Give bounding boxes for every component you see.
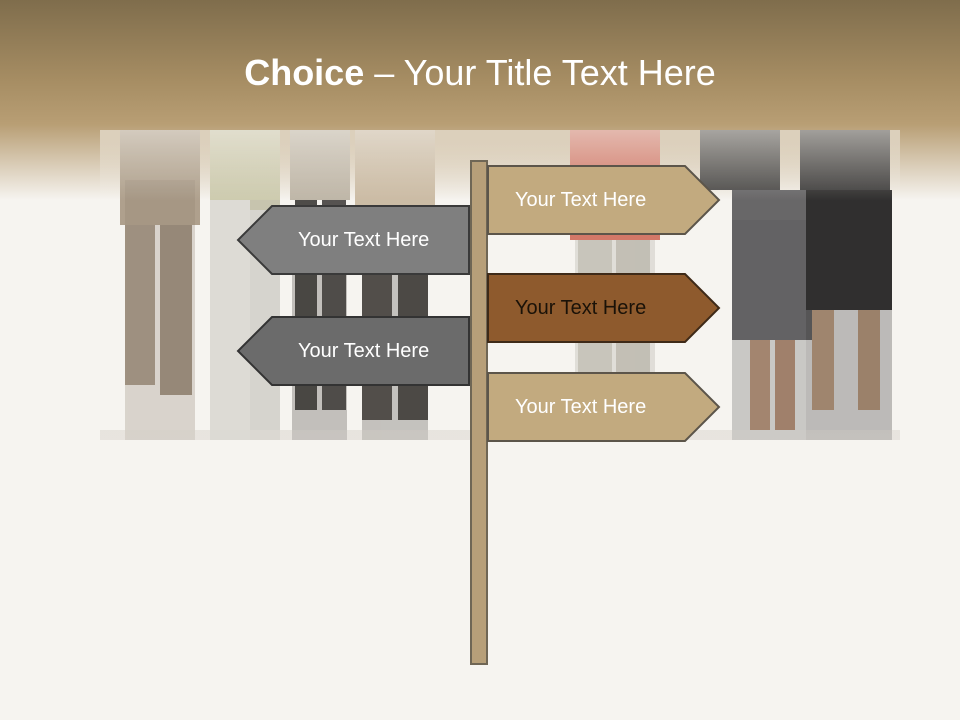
sign-label: Your Text Here [298,339,430,362]
slide-title[interactable]: Choice – Your Title Text Here [0,52,960,94]
title-bold: Choice [244,52,365,93]
sign-right-3[interactable]: Your Text Here [487,372,721,442]
arrow-left-shape [236,205,470,275]
title-rest: – Your Title Text Here [364,52,716,93]
sign-label: Your Text Here [515,188,647,211]
arrow-right-shape [487,165,721,235]
sign-label: Your Text Here [515,296,647,319]
arrow-right-shape [487,372,721,442]
arrow-left-shape [236,316,470,386]
arrow-right-shape [487,273,721,343]
sign-right-2[interactable]: Your Text Here [487,273,721,343]
sign-right-1[interactable]: Your Text Here [487,165,721,235]
sign-label: Your Text Here [298,228,430,251]
sign-left-1[interactable]: Your Text Here [236,205,470,275]
sign-label: Your Text Here [515,395,647,418]
signpost-pole [470,160,488,665]
sign-left-2[interactable]: Your Text Here [236,316,470,386]
